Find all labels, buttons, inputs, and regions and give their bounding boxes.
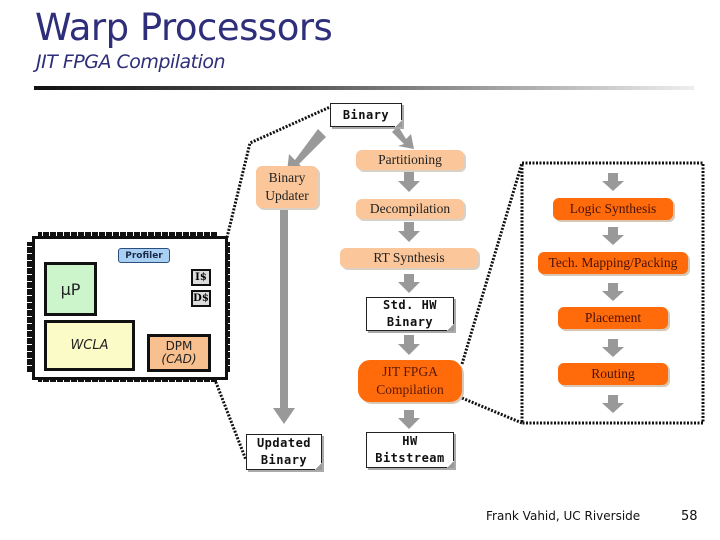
jit-fpga-compilation-step: JIT FPGA Compilation [358,360,462,402]
partitioning-step: Partitioning [356,150,464,170]
arrow-rt-to-std [398,274,420,293]
placement-step: Placement [558,307,668,329]
binary-updater-step: Binary Updater [256,166,318,208]
logic-synthesis-step: Logic Synthesis [553,198,673,220]
dpm-block: DPM (CAD) [147,334,211,372]
icache-block: I$ [191,269,211,286]
hw-bitstream-doc: HW Bitstream [366,432,454,468]
arrow-decomp-to-rt [398,222,420,242]
rt-synthesis-step: RT Synthesis [340,248,478,268]
profiler-block: Profiler [118,248,170,263]
jit-fpga-compilation-label: JIT FPGA Compilation [376,364,444,397]
updated-binary-label: Updated Binary [256,436,312,467]
zoom-line-top [220,105,331,259]
arrow-part-to-decomp [398,172,420,192]
hw-bitstream-label: HW Bitstream [375,434,445,465]
tech-mapping-step: Tech. Mapping/Packing [538,252,688,274]
dpm-label: DPM [165,339,193,353]
footer-author: Frank Vahid, UC Riverside [486,509,641,523]
arrow-binary-to-updater [287,129,326,172]
page-number: 58 [681,509,698,524]
arrow-detail-out [602,395,624,413]
arrow-detail-in [602,173,624,191]
flow-arrows [273,126,624,429]
slide-subtitle: JIT FPGA Compilation [36,51,226,73]
arrow-std-to-jit [398,335,420,355]
title-divider [34,86,694,90]
slide-title: Warp Processors [35,6,333,49]
updated-binary-doc: Updated Binary [246,434,322,470]
binary-updater-label: Binary Updater [265,170,309,203]
arrow-logic-to-tech [602,227,624,245]
arrow-binary-to-partitioning [392,126,414,149]
decompilation-step: Decompilation [356,199,464,219]
arrow-jit-to-bitstream [398,410,420,429]
binary-doc: Binary [330,103,402,127]
std-hw-binary-label: Std. HW Binary [382,298,438,329]
chip-pins-top [38,232,218,238]
std-hw-binary-doc: Std. HW Binary [366,297,454,331]
arrow-place-to-route [602,339,624,357]
arrow-updater-to-updated [273,210,295,424]
zoom-line-jit-bottom [461,396,523,425]
microprocessor-block: µP [44,262,97,316]
wcla-block: WCLA [44,320,135,371]
zoom-line-bottom [210,371,248,461]
dpm-sublabel: (CAD) [161,352,197,366]
routing-step: Routing [558,363,668,385]
arrow-tech-to-place [602,283,624,301]
dcache-block: D$ [191,290,211,307]
chip-pins-left [27,242,33,372]
